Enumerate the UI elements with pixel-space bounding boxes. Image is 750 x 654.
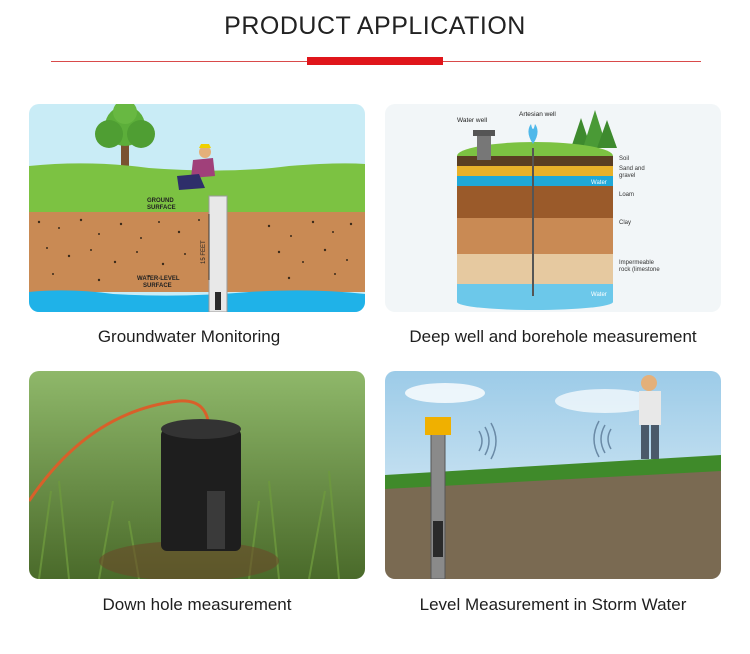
storm-water-image [385, 371, 721, 579]
layer-water-top-label: Water [591, 180, 607, 186]
layer-rock-label-2: rock (limestone [619, 267, 660, 273]
page-title: PRODUCT APPLICATION [224, 12, 526, 40]
water-level-label-1: WATER-LEVEL [137, 276, 180, 282]
groundwater-monitoring-image: GROUND SURFACE 15 FEET WATER-LEVEL SURFA… [29, 104, 365, 312]
ground-surface-label-2: SURFACE [147, 205, 176, 211]
deep-well-image: Water well Artesian well Soil Sand and g… [385, 104, 721, 312]
water-level-label-2: SURFACE [143, 283, 172, 289]
water-well-label: Water well [457, 117, 488, 124]
down-hole-photo [29, 371, 365, 579]
layer-water-bottom-label: Water [591, 292, 607, 298]
artesian-well-label: Artesian well [519, 111, 556, 118]
layer-sand-label-2: gravel [619, 173, 635, 179]
title-divider-accent [307, 57, 443, 65]
storm-water-illustration [385, 371, 721, 579]
deep-well-illustration: Water well Artesian well Soil Sand and g… [385, 104, 721, 312]
caption-groundwater-monitoring: Groundwater Monitoring [97, 327, 281, 346]
layer-sand-label-1: Sand and [619, 166, 645, 172]
ground-surface-label-1: GROUND [147, 198, 174, 204]
layer-loam-label: Loam [619, 192, 634, 198]
down-hole-illustration [29, 371, 365, 579]
caption-down-hole: Down hole measurement [102, 595, 292, 614]
layer-clay-label: Clay [619, 220, 631, 226]
caption-storm-water: Level Measurement in Storm Water [419, 595, 687, 614]
layer-soil-label: Soil [619, 156, 629, 162]
caption-deep-well: Deep well and borehole measurement [409, 327, 697, 346]
layer-rock-label-1: Impermeable [619, 260, 655, 266]
groundwater-illustration: GROUND SURFACE 15 FEET WATER-LEVEL SURFA… [29, 104, 365, 312]
depth-label: 15 FEET [201, 240, 207, 264]
